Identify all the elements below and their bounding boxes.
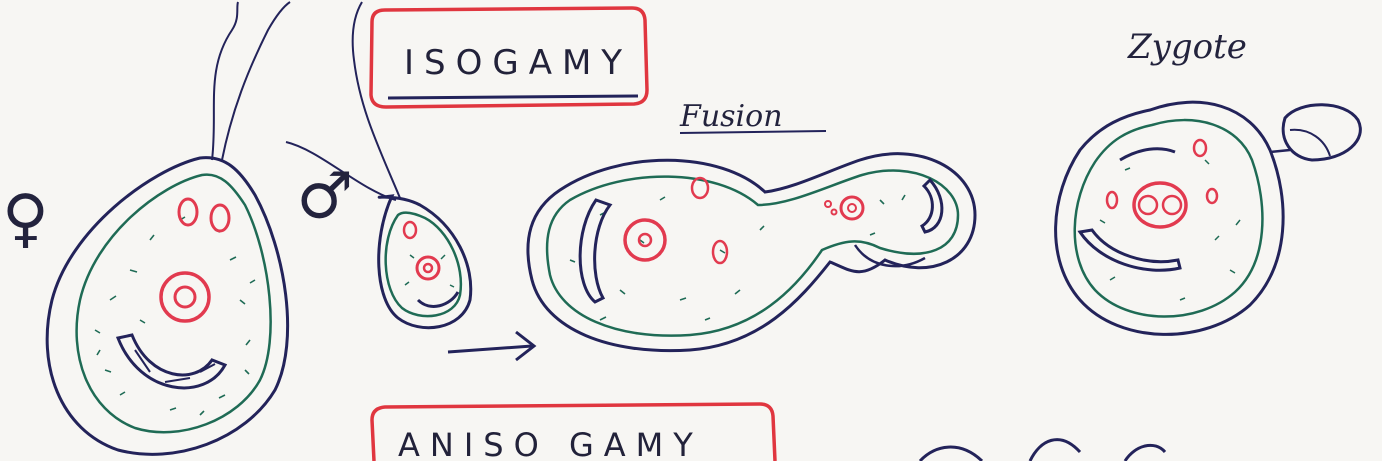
anisogamy-title: ANISO GAMY (398, 426, 703, 461)
fusion-arrow (448, 332, 534, 360)
zygote-cell (1056, 102, 1361, 334)
partial-cells-bottom (920, 440, 1165, 461)
fusion-label: Fusion (679, 99, 783, 134)
isogamy-title: ISOGAMY (404, 43, 632, 83)
female-nucleus (161, 273, 209, 321)
zygote-label: Zygote (1127, 27, 1247, 67)
fusion-cell (528, 154, 975, 351)
male-symbol: ♂ (296, 160, 353, 234)
female-symbol: ♀ (2, 182, 49, 256)
anisogamy-title-box: ANISO GAMY (372, 404, 775, 461)
isogamy-title-box: ISOGAMY (371, 8, 647, 107)
female-gamete (47, 2, 290, 454)
